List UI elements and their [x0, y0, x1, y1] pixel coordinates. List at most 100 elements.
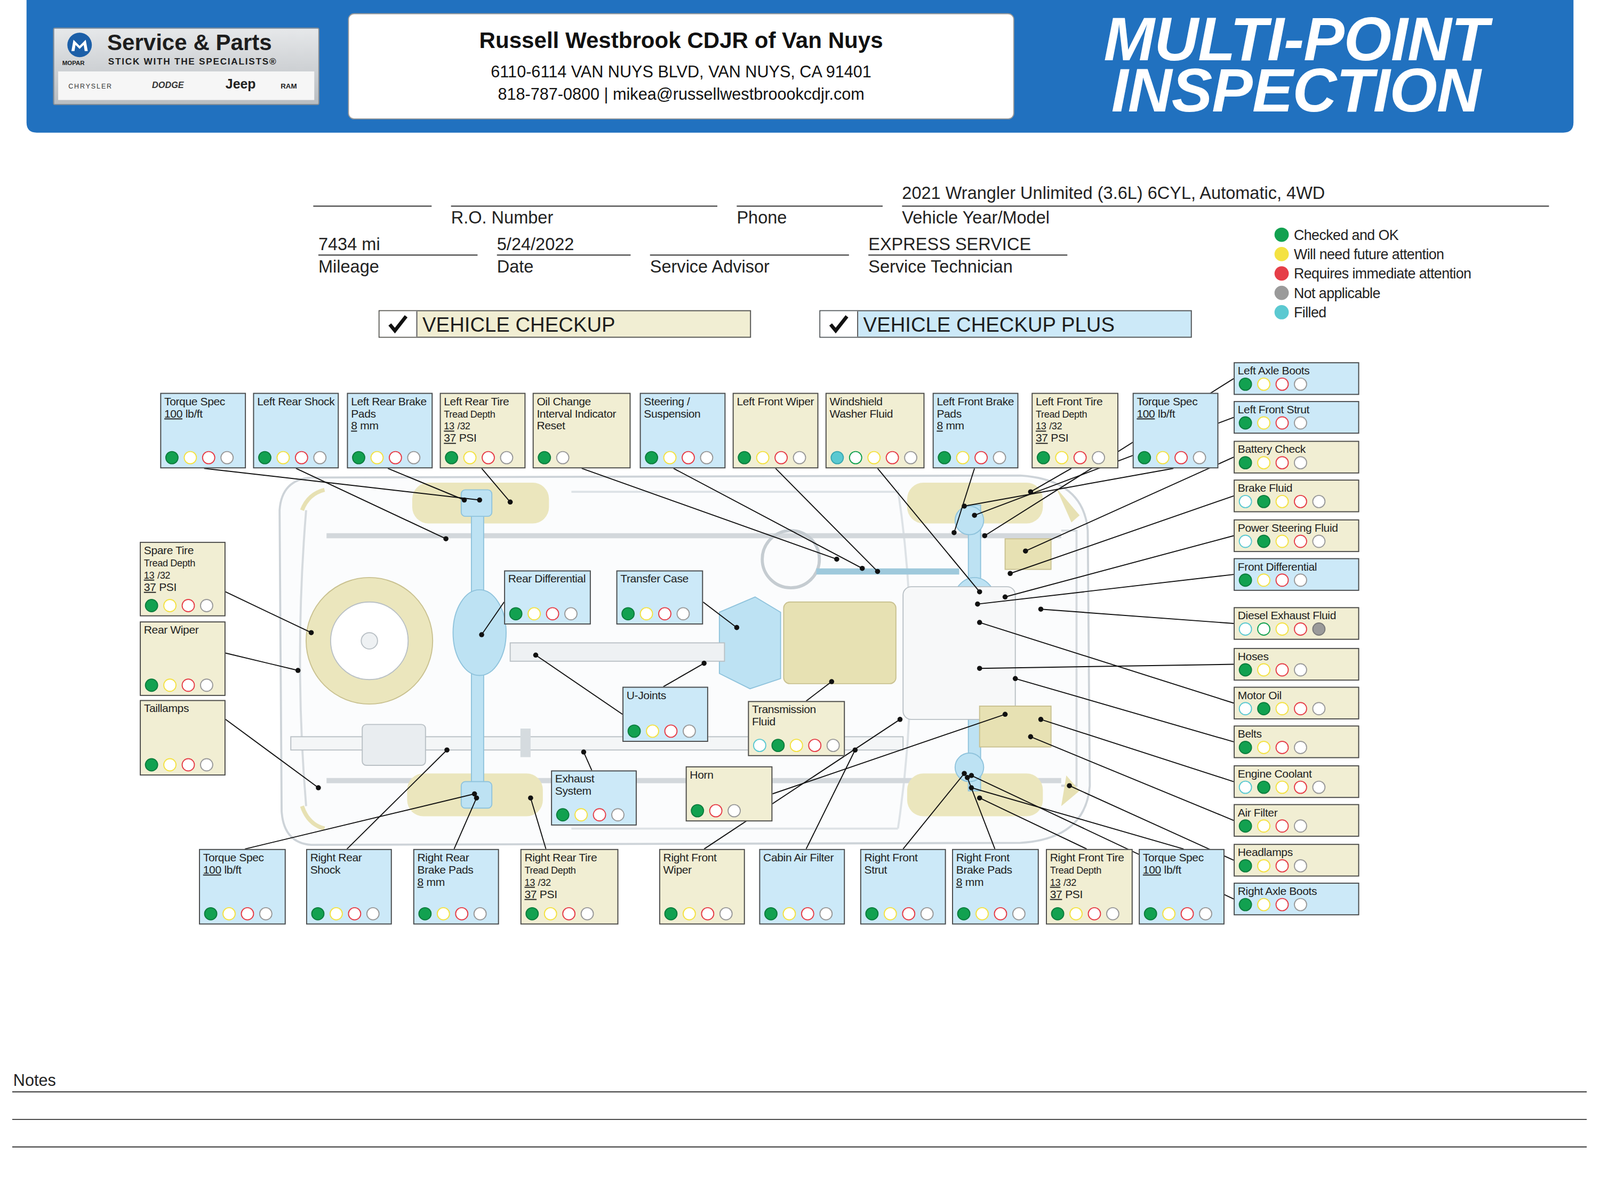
- callout-box: Right Axle Boots: [1233, 882, 1359, 916]
- callout-text: Rear Wiper: [140, 622, 225, 636]
- status-circle: [1257, 701, 1271, 716]
- status-circle: [1293, 534, 1308, 549]
- callout-label: Left Rear Brake Pads: [350, 394, 427, 420]
- callout-text: Brake Fluid: [1234, 480, 1359, 494]
- logo-text: DODGE: [152, 79, 184, 91]
- status-circle: [1238, 819, 1253, 833]
- status-circle: [1312, 780, 1326, 795]
- status-circle: [1293, 701, 1308, 716]
- callout-text: Oil Change Interval Indicator Reset: [533, 394, 630, 432]
- callout-text: Left Front Strut: [1234, 402, 1359, 416]
- callout-label: Motor Oil: [1237, 688, 1282, 701]
- callout-label: PSI: [539, 888, 558, 901]
- status-circle: [444, 451, 459, 465]
- callout-label: 8: [417, 875, 424, 888]
- status-circle: [699, 451, 714, 465]
- legend-text: Filled: [1293, 302, 1327, 322]
- status-circle: [801, 907, 815, 921]
- callout-label: 13: [1050, 876, 1061, 888]
- callout-box: Diesel Exhaust Fluid: [1233, 606, 1359, 640]
- status-circle: [1293, 819, 1308, 833]
- header-bar: [26, 0, 1574, 133]
- callout-label: 13: [524, 876, 535, 888]
- legend-swatch: [1274, 305, 1290, 320]
- status-circle: [1162, 907, 1176, 921]
- callout-text: Spare TireTread Depth13/3237PSI: [140, 542, 225, 594]
- status-circle: [1238, 859, 1253, 873]
- legend-item: Will need future attention: [1274, 244, 1540, 263]
- status-circle: [1293, 573, 1308, 587]
- callout-box: Left Rear Shock: [252, 393, 339, 469]
- status-circle: [789, 738, 804, 752]
- form-label: EXPRESS SERVICE: [868, 234, 1031, 255]
- callout-label: Transfer Case: [620, 572, 689, 585]
- callout-text: Right Front Wiper: [660, 850, 744, 876]
- status-circle: [920, 907, 934, 921]
- status-circle: [544, 907, 558, 921]
- legend-item: Not applicable: [1274, 283, 1540, 302]
- status-circle: [163, 678, 177, 692]
- status-circle: [774, 451, 788, 465]
- text-line: Transmission Fluid: [752, 702, 841, 728]
- callout-text: Transmission Fluid: [748, 701, 844, 728]
- callout-text: Right Rear Shock: [307, 850, 391, 876]
- callout-box: Battery Check: [1233, 441, 1359, 474]
- status-circle: [645, 724, 660, 738]
- status-circle: [1257, 456, 1271, 470]
- status-circle: [562, 907, 576, 921]
- text-line: 8mm: [350, 419, 429, 432]
- callout-label: lb/ft: [185, 406, 203, 420]
- form-label: Service Advisor: [650, 257, 770, 278]
- callout-box: Windshield Washer Fluid: [825, 393, 925, 469]
- callout-label: mm: [965, 875, 984, 888]
- text-line: Front Differential: [1237, 560, 1356, 573]
- callout-box: Rear Wiper: [139, 621, 226, 696]
- callout-label: Engine Coolant: [1237, 767, 1312, 780]
- text-line: Left Front Tire: [1035, 394, 1115, 407]
- text-line: Horn: [689, 768, 768, 781]
- status-circle: [627, 724, 642, 738]
- status-circle: [901, 907, 916, 921]
- logo-text: RAM: [280, 81, 298, 91]
- callout-label: Torque Spec: [164, 394, 226, 407]
- text-line: Brake Fluid: [1237, 481, 1356, 494]
- status-circle: [204, 907, 218, 921]
- checkup-text: VEHICLE CHECKUP: [422, 312, 615, 337]
- callout-label: lb/ft: [1164, 863, 1182, 876]
- status-circle: [709, 804, 723, 818]
- status-circle: [1238, 663, 1253, 677]
- status-circle: [1275, 859, 1290, 873]
- callout-label: Left Rear Tire: [443, 394, 509, 407]
- text-line: 37PSI: [1050, 888, 1129, 901]
- form-label: 7434 mi: [318, 234, 381, 255]
- legend-text: Requires immediate attention: [1293, 264, 1471, 283]
- form-lines: [12, 205, 1587, 1147]
- text-line: Left Rear Tire: [443, 394, 522, 407]
- status-circle: [883, 907, 898, 921]
- text-line: Left Front Wiper: [736, 394, 814, 407]
- callout-box: Right Rear TireTread Depth13/3237PSI: [520, 849, 619, 925]
- status-circle: [1275, 663, 1290, 677]
- status-circle: [994, 907, 1008, 921]
- callout-label: lb/ft: [224, 863, 242, 876]
- status-circle: [1193, 451, 1207, 465]
- text-line: 13/32: [1050, 875, 1129, 888]
- status-circle: [220, 451, 234, 465]
- status-circle: [1238, 377, 1253, 391]
- callout-text: Left Front TireTread Depth13/3237PSI: [1032, 394, 1118, 445]
- text-line: 13/32: [524, 875, 614, 888]
- status-circle: [311, 907, 325, 921]
- callout-label: Tread Depth: [144, 557, 196, 569]
- callout-box: Brake Fluid: [1233, 479, 1359, 512]
- check-mark: [820, 311, 858, 338]
- callout-box: Left Front TireTread Depth13/3237PSI: [1031, 393, 1119, 469]
- callout-text: Right Front TireTread Depth13/3237PSI: [1046, 850, 1132, 901]
- status-circle: [1257, 534, 1271, 549]
- status-circle: [1293, 622, 1308, 636]
- text-line: Torque Spec: [164, 394, 242, 407]
- status-circle: [546, 606, 560, 621]
- logo-text: MOPAR: [62, 59, 85, 68]
- text-line: Rear Differential: [508, 572, 587, 585]
- callout-label: Right Front Brake Pads: [956, 851, 1013, 876]
